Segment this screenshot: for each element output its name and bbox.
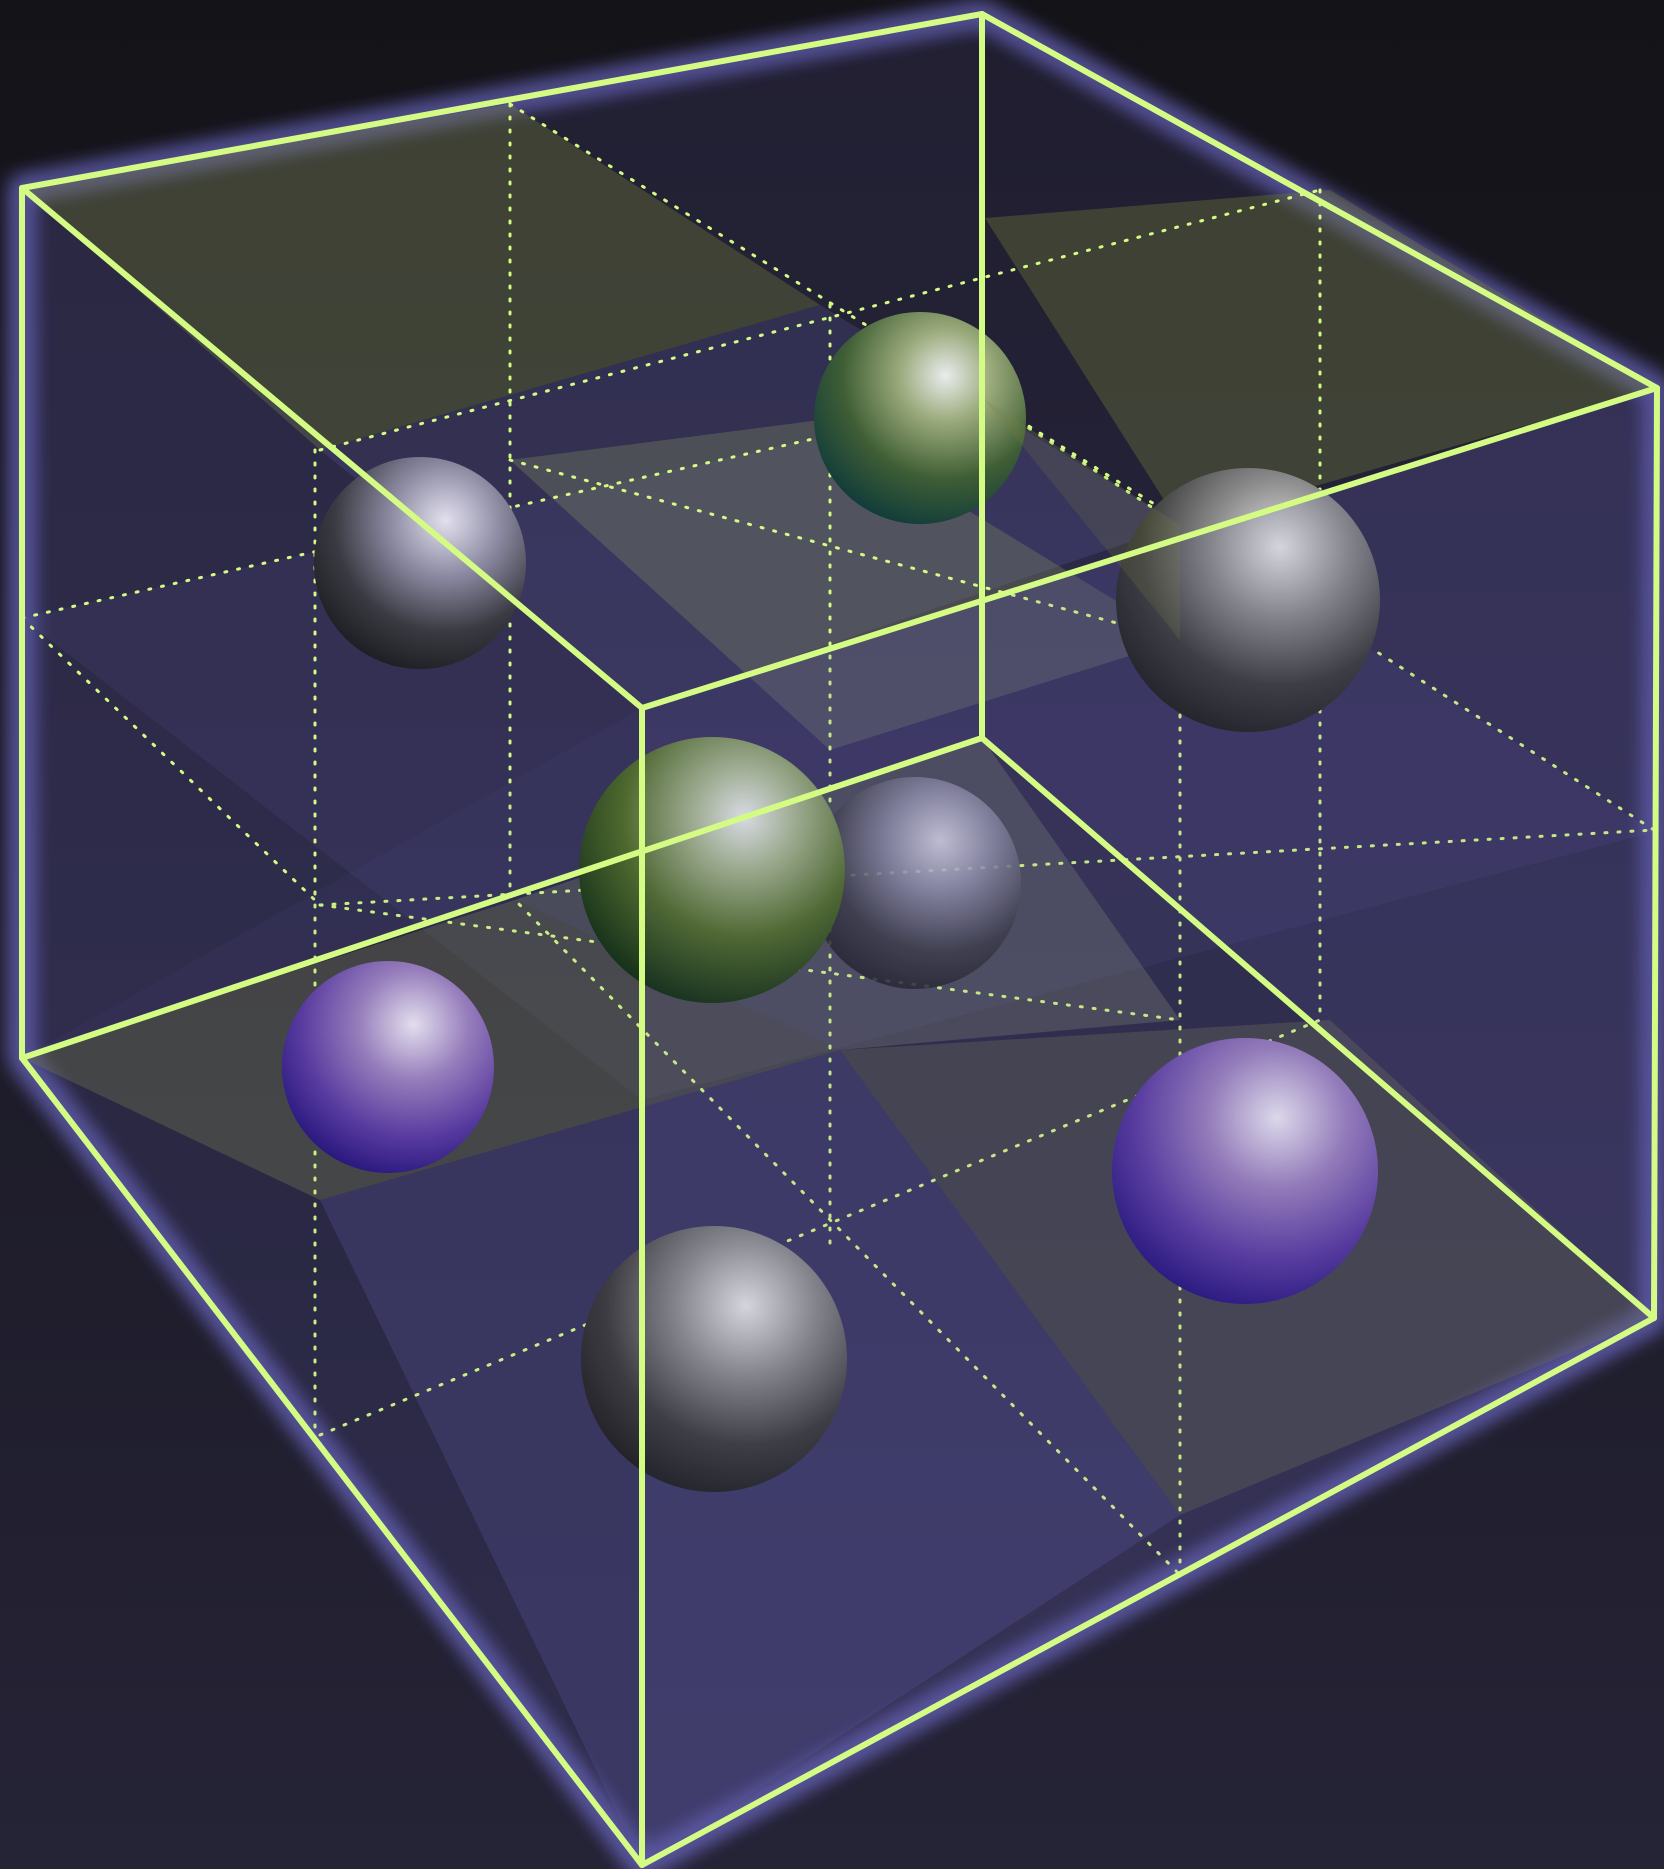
atom-back-left-gray xyxy=(314,457,526,669)
atom-back-top-green xyxy=(814,312,1026,524)
